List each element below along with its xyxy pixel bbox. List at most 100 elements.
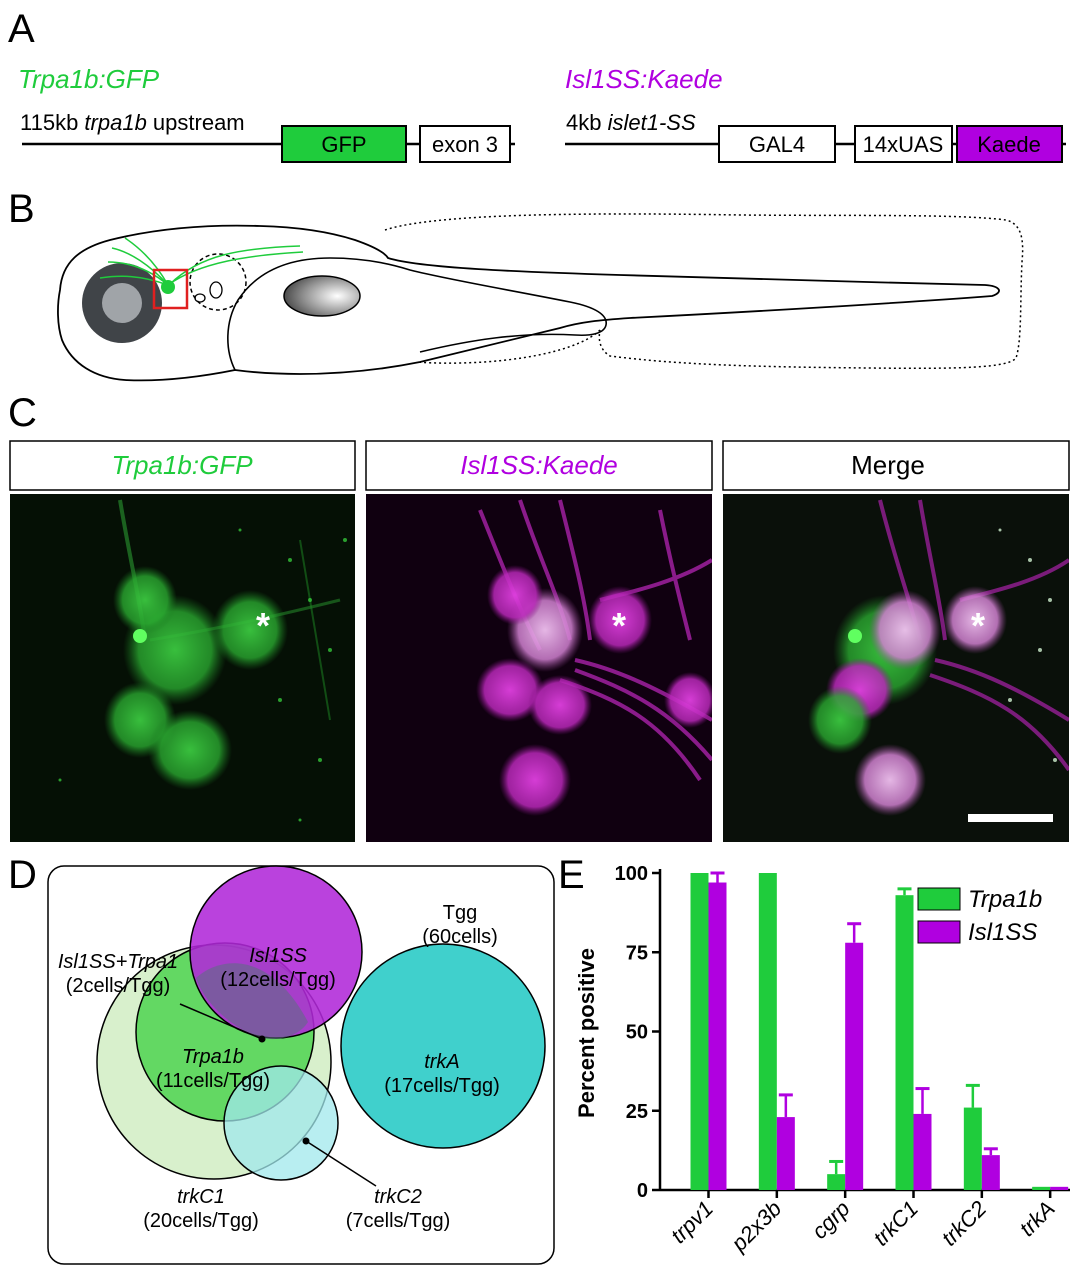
upstream-gene: trpa1b bbox=[84, 110, 146, 135]
panel-c-label-box-kaede bbox=[365, 440, 713, 491]
construct-gfp-title: Trpa1b:GFP bbox=[18, 64, 160, 94]
overlap-name: Isl1SS+Trpa1 bbox=[58, 951, 178, 973]
panel-label-b: B bbox=[8, 187, 35, 231]
otolith-large bbox=[209, 281, 223, 299]
panel-c-label-box-gfp bbox=[9, 440, 356, 491]
panel-c-label-merge: Merge bbox=[851, 450, 925, 480]
bar-Isl1SS-trkA bbox=[1050, 1186, 1069, 1190]
micrograph-merge bbox=[723, 494, 1069, 842]
micrograph-kaede bbox=[366, 494, 712, 842]
panel-c-label-gfp: Trpa1b:GFP bbox=[111, 450, 253, 480]
trkc1-name: trkC1 bbox=[177, 1186, 225, 1208]
bar-Isl1SS-trpv1 bbox=[708, 882, 727, 1190]
trkc1-count: (20cells/Tgg) bbox=[143, 1210, 259, 1232]
y-tick-label: 50 bbox=[626, 1022, 648, 1044]
isl1ss-trpa1b-overlap bbox=[196, 963, 308, 1040]
construct-gfp: Trpa1b:GFP 115kb trpa1b upstream GFP exo… bbox=[18, 64, 515, 163]
x-tick-label-trkC2: trkC2 bbox=[937, 1196, 992, 1251]
bar-Trpa1b-trkA bbox=[1032, 1186, 1051, 1190]
trpa1b-name: Trpa1b bbox=[182, 1046, 244, 1068]
panel-c-label-kaede: Isl1SS:Kaede bbox=[460, 450, 618, 480]
legend-label-Trpa1b: Trpa1b bbox=[968, 886, 1042, 913]
bar-Isl1SS-p2x3b bbox=[776, 1117, 795, 1190]
gal4-box bbox=[718, 125, 836, 163]
gfp-box bbox=[281, 125, 407, 163]
trkc2-name: trkC2 bbox=[374, 1186, 422, 1208]
panel-label-c: C bbox=[8, 391, 37, 435]
bar-Isl1SS-cgrp bbox=[845, 942, 864, 1190]
gal4-box-label: GAL4 bbox=[749, 132, 805, 157]
x-tick-label-trpv1: trpv1 bbox=[666, 1196, 718, 1248]
y-tick-label: 100 bbox=[615, 863, 648, 885]
kaede-upstream-gene: islet1-SS bbox=[608, 110, 696, 135]
swim-bladder bbox=[283, 275, 361, 317]
overlap-pointer-dot bbox=[258, 1035, 266, 1043]
trka-name: trkA bbox=[424, 1051, 460, 1073]
trkc2-count: (7cells/Tgg) bbox=[346, 1210, 450, 1232]
panel-c-label-box-merge bbox=[722, 440, 1070, 491]
construct-kaede: Isl1SS:Kaede 4kb islet1-SS GAL4 14xUAS K… bbox=[565, 64, 1066, 163]
scale-bar bbox=[968, 814, 1053, 822]
y-axis-label: Percent positive bbox=[574, 948, 599, 1118]
panel-label-e: E bbox=[558, 853, 585, 897]
larva-diagram bbox=[57, 213, 1024, 382]
uas-box-label: 14xUAS bbox=[863, 132, 944, 157]
panel-label-d: D bbox=[8, 853, 37, 897]
asterisk-gfp: * bbox=[256, 605, 270, 646]
gfp-box-label: GFP bbox=[321, 132, 366, 157]
uas-box bbox=[854, 125, 953, 163]
trigeminal-ganglion bbox=[161, 280, 175, 294]
isl1ss-name: Isl1SS bbox=[249, 945, 307, 967]
trkc2-pointer-dot bbox=[302, 1137, 310, 1145]
trigeminal-projections bbox=[99, 237, 304, 286]
y-tick-label: 0 bbox=[637, 1180, 648, 1202]
exon3-box bbox=[419, 125, 511, 163]
overlap-count: (2cells/Tgg) bbox=[66, 975, 170, 997]
x-tick-label-trkA: trkA bbox=[1014, 1196, 1059, 1241]
tgg-name: Tgg bbox=[443, 902, 477, 924]
kaede-upstream-prefix: 4kb bbox=[566, 110, 608, 135]
kaede-box-label: Kaede bbox=[977, 132, 1041, 157]
larva-lens bbox=[102, 283, 142, 323]
x-tick-label-trkC1: trkC1 bbox=[868, 1196, 923, 1251]
bar-Trpa1b-trpv1 bbox=[690, 873, 709, 1190]
micrograph-gfp bbox=[10, 494, 355, 842]
construct-kaede-title: Isl1SS:Kaede bbox=[565, 64, 723, 94]
legend-swatch-Trpa1b bbox=[917, 887, 961, 911]
bar-Isl1SS-trkC2 bbox=[981, 1155, 1000, 1190]
isl1ss-count: (12cells/Tgg) bbox=[220, 969, 336, 991]
x-tick-label-p2x3b: p2x3b bbox=[726, 1196, 787, 1257]
trpa1b-count: (11cells/Tgg) bbox=[156, 1070, 270, 1092]
larva-yolk-outline bbox=[227, 257, 607, 371]
tgg-count: (60cells) bbox=[422, 926, 498, 948]
kaede-box bbox=[956, 125, 1063, 163]
bar-Trpa1b-cgrp bbox=[827, 1174, 846, 1190]
trka-circle bbox=[340, 943, 546, 1149]
exon3-box-label: exon 3 bbox=[432, 132, 498, 157]
otolith-small bbox=[194, 293, 206, 303]
bar-Trpa1b-p2x3b bbox=[758, 873, 777, 1190]
upstream-prefix: 115kb bbox=[20, 110, 84, 135]
upstream-suffix: upstream bbox=[147, 110, 245, 135]
construct-kaede-upstream: 4kb islet1-SS bbox=[566, 110, 696, 135]
bar-Trpa1b-trkC1 bbox=[895, 895, 914, 1190]
imaging-region-box bbox=[152, 268, 189, 310]
bar-Trpa1b-trkC2 bbox=[963, 1107, 982, 1190]
panel-label-a: A bbox=[8, 7, 35, 51]
bar-Isl1SS-trkC1 bbox=[913, 1113, 932, 1190]
trkc2-pointer bbox=[305, 1140, 377, 1187]
x-tick-label-cgrp: cgrp bbox=[807, 1196, 855, 1244]
legend-label-Isl1SS: Isl1SS bbox=[968, 919, 1037, 946]
y-tick-label: 75 bbox=[626, 942, 648, 964]
asterisk-kaede: * bbox=[612, 605, 626, 646]
construct-gfp-upstream: 115kb trpa1b upstream bbox=[20, 110, 245, 135]
overlap-pointer bbox=[179, 1003, 263, 1040]
otic-vesicle bbox=[189, 253, 247, 311]
asterisk-merge: * bbox=[971, 605, 985, 646]
legend-swatch-Isl1SS bbox=[917, 920, 961, 944]
y-tick-label: 25 bbox=[626, 1101, 648, 1123]
trka-count: (17cells/Tgg) bbox=[384, 1075, 500, 1097]
trkc2-circle bbox=[223, 1065, 339, 1181]
